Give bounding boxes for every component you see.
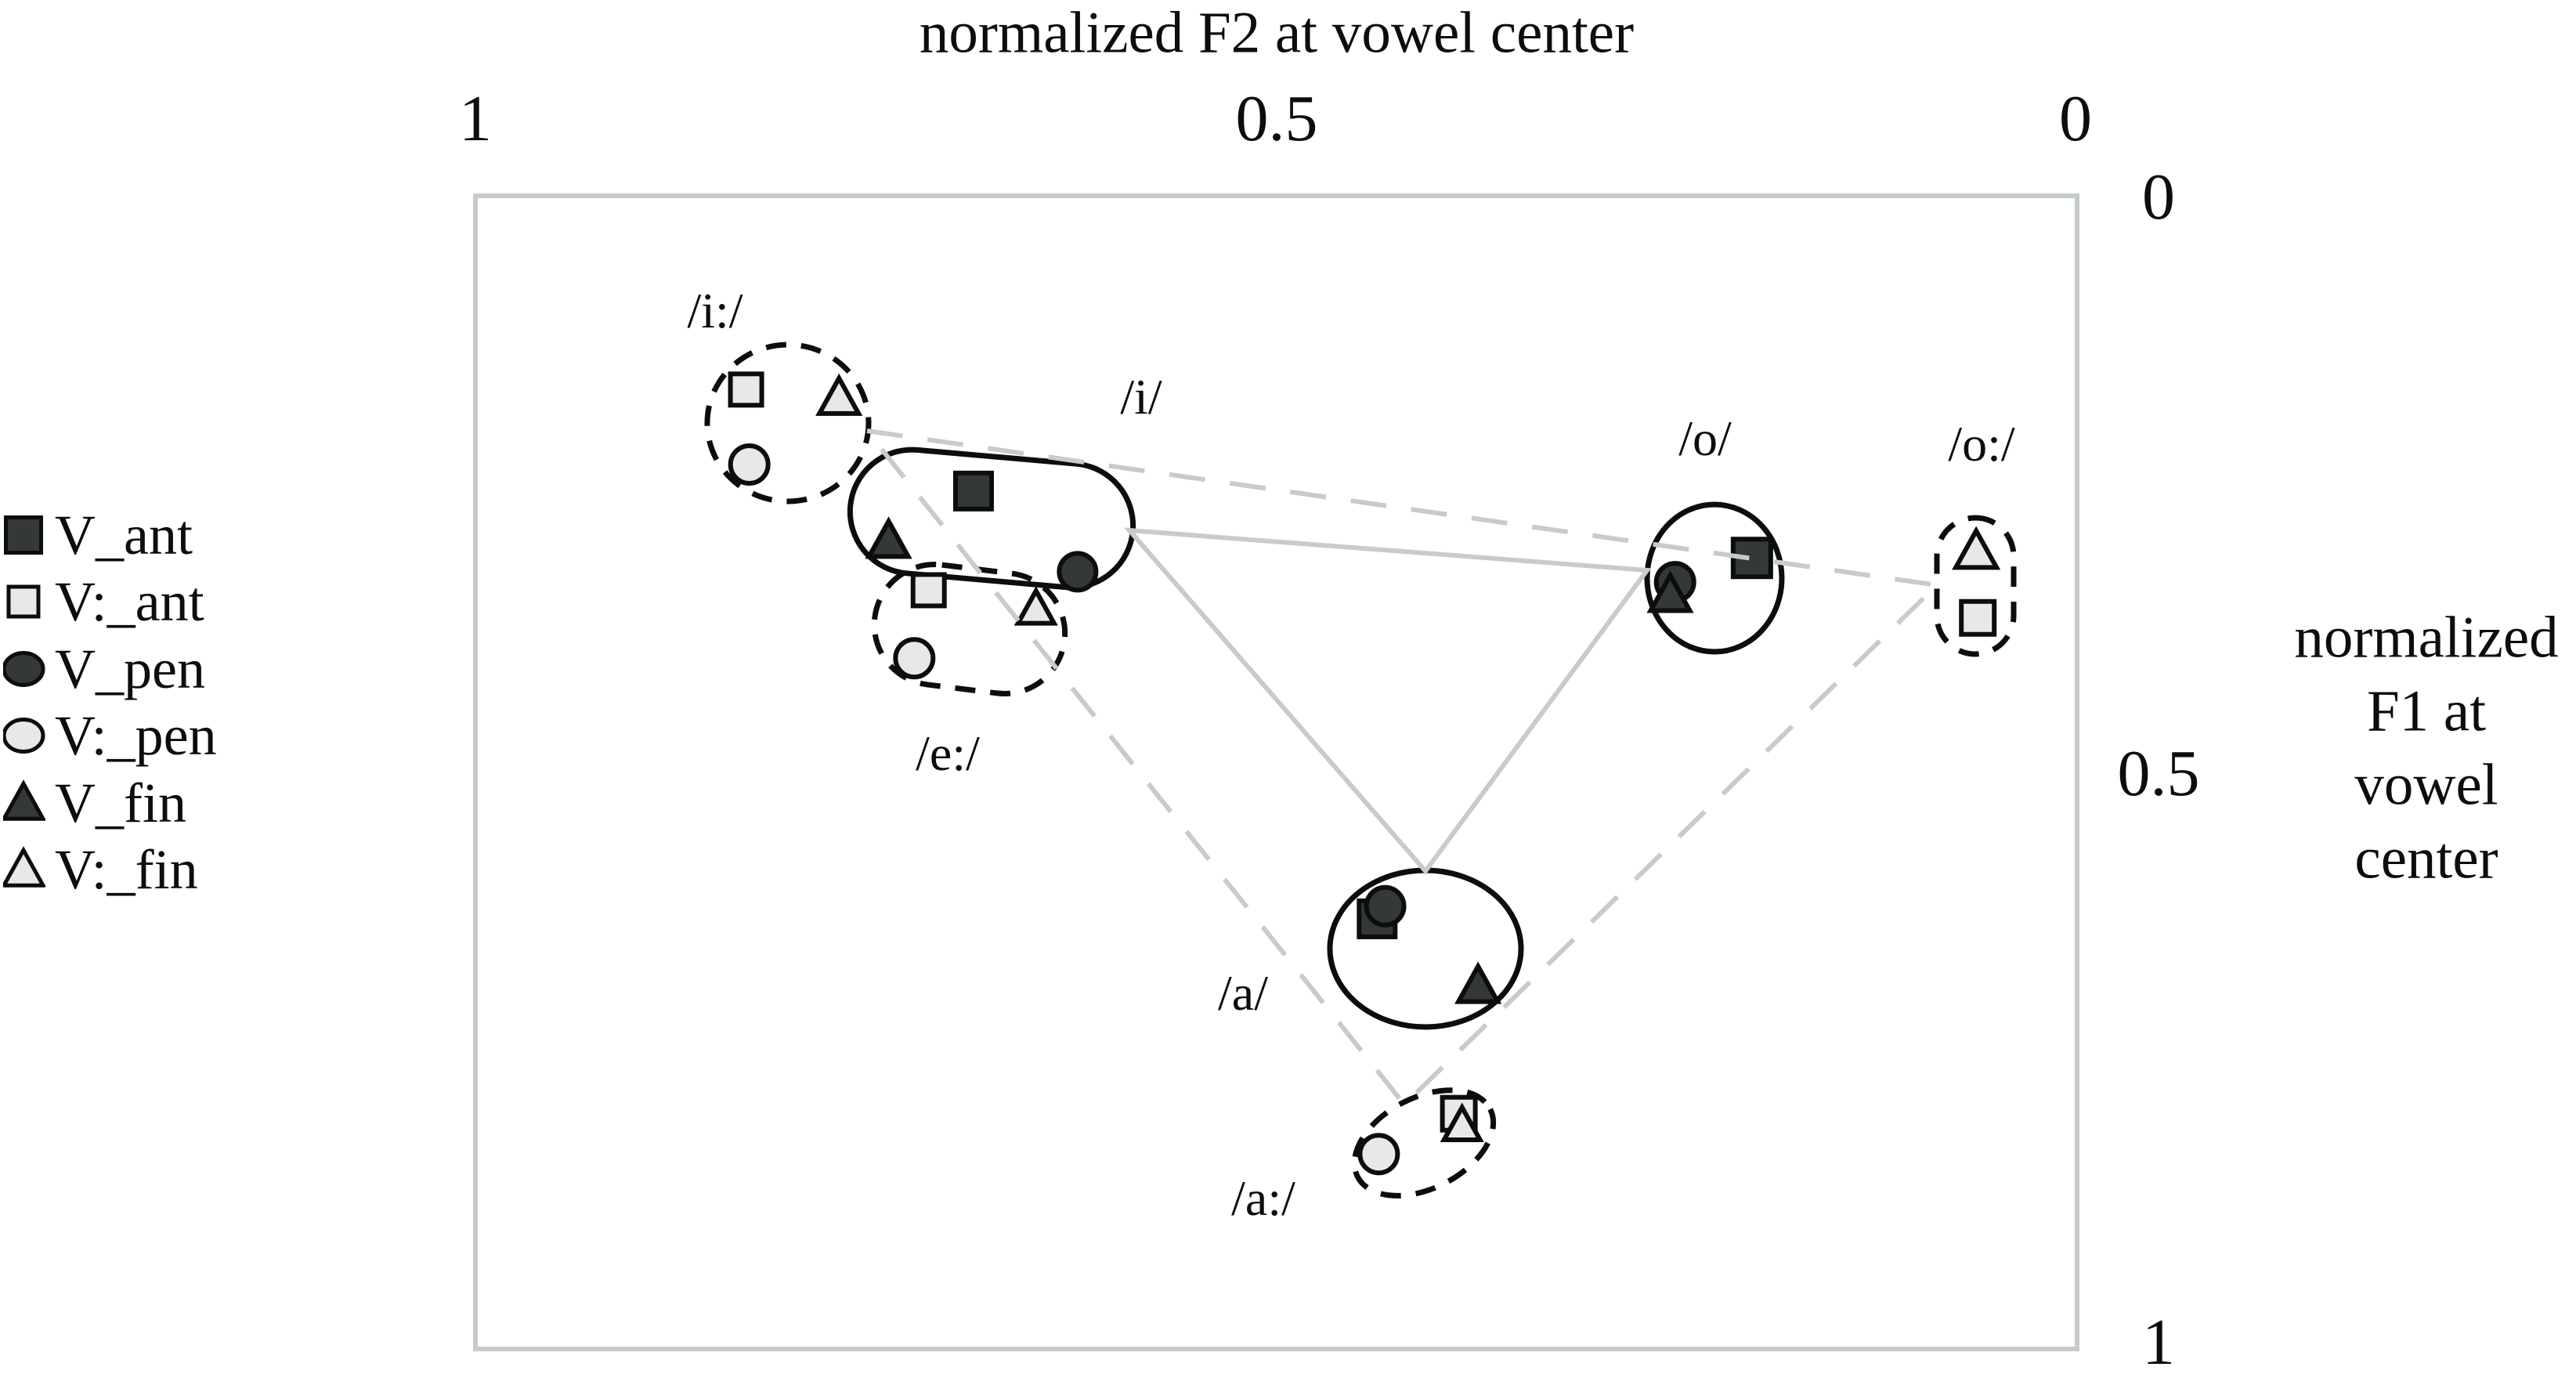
connection-short-vowel-triangle	[1123, 527, 1652, 875]
triangle-light-marker	[815, 373, 863, 416]
triangle-dark-marker	[1454, 961, 1502, 1004]
square-dark-marker	[4, 515, 43, 555]
x-axis-title: normalized F2 at vowel center	[919, 0, 1635, 66]
legend-item-vpen: V_pen	[3, 635, 205, 703]
y-axis-title-line: normalized	[2294, 605, 2559, 671]
connection-long-vowel-triangle	[861, 427, 1942, 1108]
legend-item-vant: V:_ant	[3, 568, 204, 635]
legend-item-label: V_fin	[55, 772, 186, 834]
triangle-light-marker	[1013, 586, 1058, 626]
cluster-label-o_long: /o:/	[1948, 416, 2015, 472]
triangle-light-marker	[1952, 526, 2001, 570]
y-tick-0-5: 0.5	[2117, 737, 2200, 810]
cluster-outline-i_long	[704, 342, 872, 504]
y-tick-1: 1	[2142, 1306, 2175, 1379]
x-tick-1: 1	[459, 82, 492, 155]
cluster-outline-o_short	[1644, 501, 1785, 655]
square-light-marker	[1959, 598, 1997, 637]
legend-item-vfin: V_fin	[3, 769, 186, 837]
square-dark-marker	[952, 470, 994, 512]
legend-triangle-light-icon	[3, 846, 45, 888]
legend-item-label: V:_pen	[55, 704, 217, 767]
cluster-outline-a_long	[1351, 1087, 1497, 1199]
triangle-dark-marker	[1646, 570, 1694, 613]
legend-item-vpen: V:_pen	[3, 702, 217, 769]
circle-light-marker	[3, 718, 45, 754]
y-axis-title-line: F1 at	[2366, 678, 2487, 744]
triangle-dark-marker	[865, 516, 912, 559]
legend-item-vant: V_ant	[3, 501, 193, 569]
square-light-marker	[728, 371, 764, 408]
legend-triangle-dark-icon	[3, 779, 45, 821]
x-tick-0-5: 0.5	[1235, 82, 1318, 155]
cluster-outline-o_long	[1934, 515, 2017, 657]
triangle-light-marker	[3, 846, 45, 888]
y-axis-title-line: center	[2354, 826, 2498, 891]
cluster-label-a_short: /a/	[1218, 965, 1268, 1021]
legend-item-label: V_pen	[55, 638, 205, 700]
square-light-marker	[910, 572, 947, 609]
legend-item-label: V_ant	[55, 504, 193, 566]
cluster-label-a_long: /a:/	[1231, 1170, 1295, 1226]
y-axis-title-line: vowel	[2354, 752, 2498, 818]
triangle-dark-marker	[3, 779, 45, 821]
circle-dark-marker	[1364, 884, 1407, 928]
y-tick-0: 0	[2142, 161, 2175, 233]
x-tick-0: 0	[2059, 82, 2092, 155]
legend-square-dark-icon	[4, 515, 43, 555]
circle-dark-marker	[1057, 551, 1099, 593]
circle-light-marker	[728, 443, 771, 486]
circle-light-marker	[893, 637, 936, 680]
legend-item-vfin: V:_fin	[3, 836, 198, 903]
cluster-label-i_short: /i/	[1120, 369, 1162, 425]
legend-item-label: V:_ant	[55, 570, 204, 633]
cluster-label-i_long: /i:/	[687, 283, 743, 338]
square-light-marker	[6, 584, 41, 619]
plot-border	[473, 193, 2079, 1351]
legend-circle-light-icon	[3, 718, 45, 754]
legend-circle-dark-icon	[3, 651, 45, 687]
cluster-label-e_long: /e:/	[916, 725, 980, 781]
legend-square-light-icon	[6, 584, 41, 619]
triangle-light-marker	[1440, 1102, 1484, 1143]
circle-dark-marker	[3, 651, 45, 687]
circle-light-marker	[1357, 1133, 1400, 1176]
legend-item-label: V:_fin	[55, 838, 198, 901]
cluster-label-o_short: /o/	[1678, 410, 1732, 466]
